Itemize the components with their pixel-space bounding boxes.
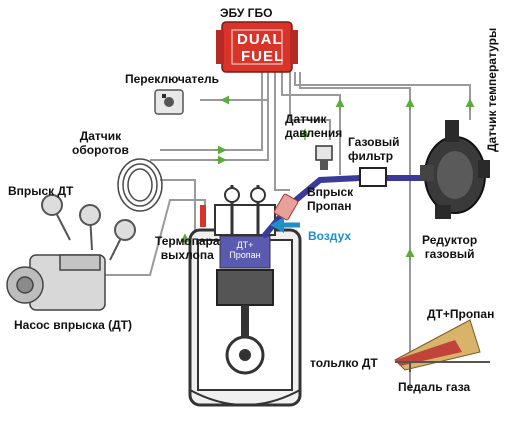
- pedal-diesel-label: тольлко ДТ: [310, 356, 378, 370]
- ecu-dual-text: DUAL: [237, 31, 283, 48]
- propane-injector: [273, 193, 299, 221]
- gas-filter: [359, 167, 387, 187]
- switch-label: Переключатель: [125, 72, 220, 86]
- chamber-label: ДТ+Пропан: [220, 240, 270, 260]
- injection-pump: [6, 254, 106, 311]
- pedal-label: Педаль газа: [398, 380, 471, 394]
- diesel-injection-label: Впрыск ДТ: [8, 184, 74, 198]
- reducer-label: Редуктор газовый: [422, 233, 478, 261]
- ecu-unit: [216, 21, 298, 73]
- rpm-sensor-label: Датчик оборотов: [72, 129, 129, 157]
- thermocouple-label: Термопара выхлопа: [155, 234, 220, 262]
- chamber-line1: ДТ+: [236, 240, 254, 250]
- temp-sensor-label: Датчик температуры: [485, 27, 499, 152]
- engine-block: [188, 185, 302, 407]
- ecu-fuel-text: FUEL: [241, 48, 285, 65]
- accelerator-pedal: [394, 319, 490, 372]
- chamber-line2: Пропан: [229, 250, 261, 260]
- rpm-sensor-coil: [117, 158, 163, 212]
- gas-filter-label: Газовый фильтр: [348, 135, 400, 163]
- ecu-label: ЭБУ ГБО: [220, 6, 273, 20]
- pressure-sensor: [315, 145, 333, 170]
- diesel-injectors: [41, 194, 136, 261]
- pedal-dual-label: ДТ+Пропан: [427, 307, 495, 321]
- injection-pump-label: Насос впрыска (ДТ): [14, 318, 132, 332]
- air-arrow: [270, 217, 300, 233]
- switch-device: [154, 89, 184, 115]
- combustion-chamber: [219, 235, 271, 269]
- air-label: Воздух: [308, 229, 352, 243]
- gas-reducer: [420, 120, 490, 219]
- propane-injection-label: Впрыск Пропан: [307, 185, 354, 213]
- thermocouple: [200, 205, 206, 227]
- pressure-sensor-label: Датчик давления: [285, 112, 343, 140]
